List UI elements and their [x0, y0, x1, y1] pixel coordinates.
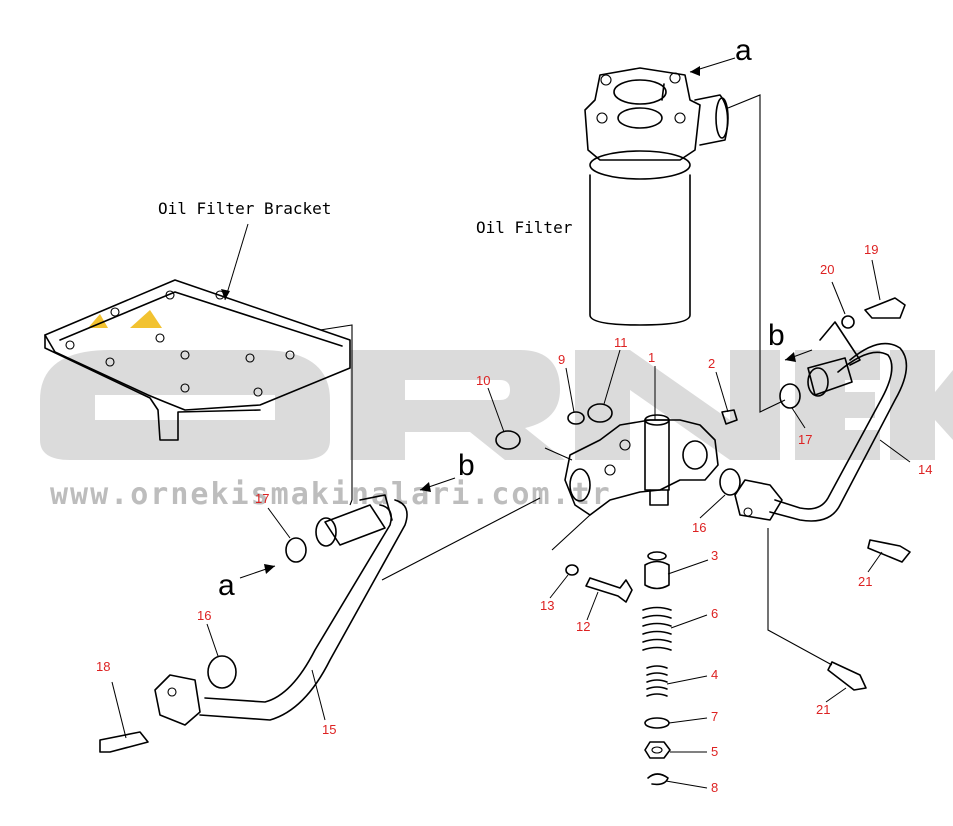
part-number-2: 2: [708, 356, 715, 371]
part-number-1: 1: [648, 350, 655, 365]
part-number-4: 4: [711, 667, 718, 682]
part-number-17-left: 17: [255, 491, 269, 506]
watermark-url: www.ornekismakinalari.com.tr: [50, 477, 612, 512]
watermark-letter-e: [795, 350, 880, 460]
part-number-6: 6: [711, 606, 718, 621]
part-number-21-upper: 21: [858, 574, 872, 589]
washer-part-20: [841, 315, 855, 329]
ref-b-right: b: [768, 319, 785, 352]
spring-part-4: [646, 665, 668, 697]
part-number-7: 7: [711, 709, 718, 724]
oring-part-7: [644, 717, 670, 729]
watermark-letter-o: [40, 350, 330, 460]
part-number-21-lower: 21: [816, 702, 830, 717]
part-number-17-right: 17: [798, 432, 812, 447]
watermark-dot-right: [130, 310, 162, 328]
part-number-8: 8: [711, 780, 718, 795]
spring-part-6: [642, 606, 672, 651]
oring-part-17-left: [285, 537, 307, 563]
part-numbers: 1 2 3 4 5 6 7 8 9 10 11 12 13 14 15 16 1…: [96, 242, 932, 795]
watermark-letter-r: [350, 350, 565, 460]
bolt-part-19: [864, 297, 906, 319]
oil-filter-bracket-label: Oil Filter Bracket: [158, 199, 331, 218]
pipe-join: [349, 499, 353, 506]
ref-a-left: a: [218, 569, 235, 602]
bolt-part-12: [585, 577, 633, 603]
oring-part-16-left: [207, 655, 237, 689]
leader-pipe15: [381, 497, 541, 581]
plug-part-3: [644, 560, 670, 590]
part-number-10: 10: [476, 373, 490, 388]
watermark: www.ornekismakinalari.com.tr: [40, 310, 953, 512]
valve-stack: [642, 551, 672, 786]
bolt-part-21-lower: [827, 661, 867, 691]
leaders-valve: [544, 447, 591, 551]
oil-filter: [584, 67, 729, 326]
part-number-9: 9: [558, 352, 565, 367]
part-number-11: 11: [614, 335, 628, 350]
ref-b-left: b: [458, 449, 475, 482]
leader-21-lower: [767, 528, 833, 666]
part-number-19: 19: [864, 242, 878, 257]
watermark-letter-k: [890, 350, 953, 460]
leader-bracket-down: [319, 324, 353, 500]
watermark-dot-left: [88, 314, 108, 328]
bolt-part-18: [99, 731, 149, 753]
snap-ring-part-8: [647, 773, 669, 786]
plug-part-2: [721, 409, 738, 425]
part-number-5: 5: [711, 744, 718, 759]
part-number-15: 15: [322, 722, 336, 737]
part-number-16-left: 16: [197, 608, 211, 623]
valve-body-part-1: [564, 414, 719, 516]
part-number-13: 13: [540, 598, 554, 613]
ref-a-top: a: [735, 34, 752, 67]
oring-part-9: [567, 411, 585, 425]
pipe-part-15: [154, 494, 408, 726]
oring-part-10: [495, 430, 521, 450]
plug-part-5: [644, 741, 671, 759]
oil-filter-bracket: [44, 279, 351, 441]
part-number-20: 20: [820, 262, 834, 277]
oring-part-16-right: [719, 468, 741, 496]
part-number-16-right: 16: [692, 520, 706, 535]
watermark-letter-n: [575, 350, 780, 460]
part-number-14: 14: [918, 462, 932, 477]
part-number-18: 18: [96, 659, 110, 674]
oring-part-11: [587, 403, 613, 423]
washer-part-13: [565, 564, 579, 576]
part-number-3: 3: [711, 548, 718, 563]
part-number-12: 12: [576, 619, 590, 634]
pipe-part-14: [734, 321, 908, 522]
bracket-leader: [224, 223, 249, 301]
bolt-part-21-upper: [867, 539, 911, 563]
oring-part-17-right: [779, 383, 801, 409]
oil-filter-label: Oil Filter: [476, 218, 573, 237]
leader-filter-to-b: [727, 94, 786, 413]
